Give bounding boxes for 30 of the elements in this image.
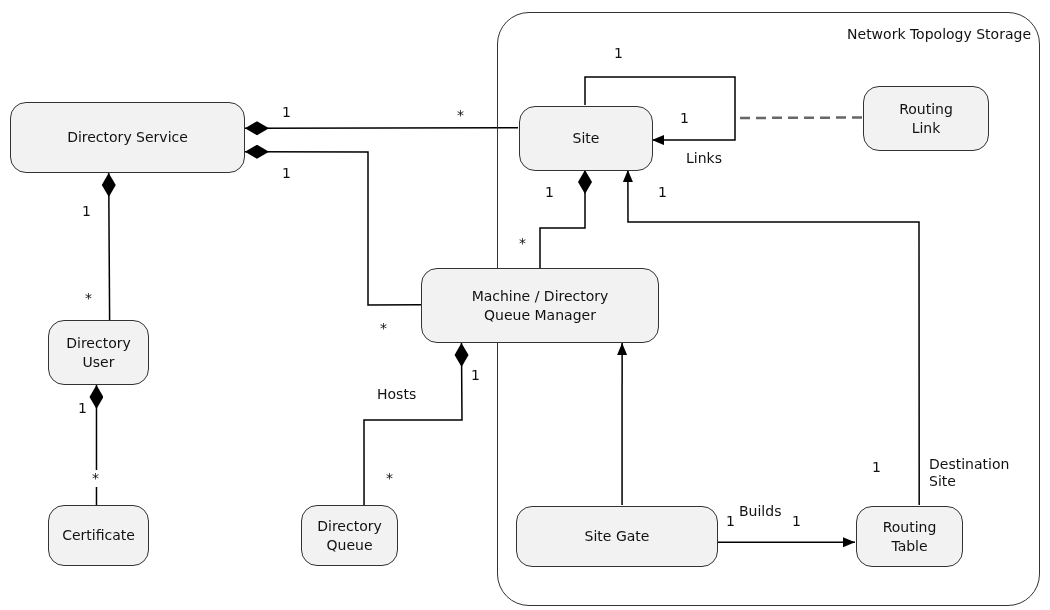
class-name: Routing Table — [881, 517, 938, 556]
association-arrow — [584, 76, 736, 146]
association-arrow — [617, 342, 628, 506]
class-name: Machine / Directory Queue Manager — [470, 286, 610, 325]
composition-connector — [244, 121, 519, 136]
class-name: Directory User — [65, 333, 132, 372]
association-arrow — [622, 169, 920, 506]
composition-connector — [89, 384, 104, 506]
class-box — [856, 506, 963, 567]
multiplicity-label: * — [90, 470, 101, 487]
class-box — [301, 505, 398, 566]
composition-connector — [101, 172, 116, 321]
association-arrow — [716, 537, 856, 548]
class-box — [863, 86, 989, 151]
class-name: Certificate — [62, 526, 135, 545]
class-box — [421, 268, 659, 343]
class-name: Site Gate — [584, 527, 650, 546]
composition-connector — [363, 342, 469, 506]
group-title: Network Topology Storage — [847, 25, 1031, 44]
class-box — [519, 106, 653, 171]
class-box — [48, 505, 149, 566]
composition-connector — [244, 144, 422, 306]
class-name: Directory Service — [67, 128, 188, 147]
class-name: Routing Link — [898, 99, 954, 138]
class-name: Directory Queue — [316, 516, 383, 555]
class-name: Site — [572, 129, 600, 148]
composition-connector — [539, 169, 592, 269]
class-box — [10, 102, 245, 173]
class-box — [516, 506, 718, 567]
class-box — [48, 320, 149, 385]
